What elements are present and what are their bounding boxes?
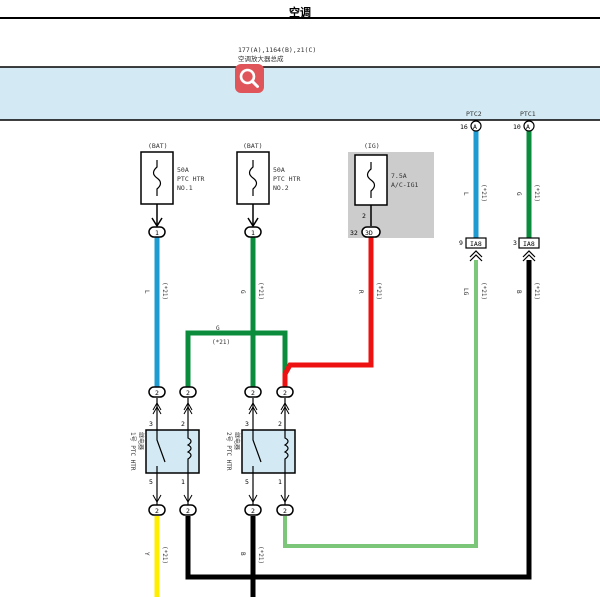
amplifier-codes: 177(A),1164(B),z1(C) — [238, 46, 316, 54]
fuse3-output-connector: 32 3D — [350, 226, 381, 238]
wire-label-ptc1-bot-color: B — [515, 290, 522, 294]
relay-bottom-connectors: 2 2 2 2 — [148, 504, 294, 516]
svg-text:2: 2 — [155, 507, 159, 515]
fuse2-output-connector: 1 — [244, 226, 262, 238]
fuse3-symbol-icon — [366, 162, 376, 198]
fuse1-rating: 50A — [177, 166, 189, 174]
fuse3-source: (IG) — [364, 142, 380, 150]
svg-text:PTC2: PTC2 — [466, 110, 482, 118]
relay1-name-a: 1号 PTC HTR — [129, 432, 136, 471]
wire-label-ptc2-bot-ref: (*21) — [480, 282, 487, 300]
amplifier-band — [0, 67, 600, 120]
page-title: 空调 — [289, 6, 311, 19]
relay2-name-b: 继电器 — [233, 432, 241, 450]
wire-label-green-mid-color: G — [239, 290, 246, 294]
wire-label-blue-left-color: L — [143, 290, 150, 294]
title-divider — [0, 17, 600, 19]
svg-text:16: 16 — [460, 123, 468, 131]
svg-text:2: 2 — [186, 389, 190, 397]
ia8-connector-left: 9 IA8 — [459, 237, 487, 262]
fuse2-source: (BAT) — [243, 142, 263, 150]
relay2-name-a: 2号 PTC HTR — [225, 432, 232, 471]
fuse-ptc-htr-1: (BAT) 50A PTC HTR NO.1 — [140, 142, 204, 228]
relay2-switch-icon — [252, 430, 262, 473]
wire-label-red-ref: (*21) — [375, 282, 382, 300]
ptc1-connector: PTC1 10 A — [513, 110, 536, 132]
relay1-coil-icon — [186, 430, 192, 473]
relay1-name-b: 继电器 — [137, 432, 145, 450]
wire-label-ptc2-top-color: L — [462, 192, 469, 196]
svg-text:32: 32 — [350, 229, 358, 237]
fuse1-symbol-icon — [152, 160, 162, 196]
wire-green-cross — [185, 330, 288, 388]
wire-label-black-bot-ref: (*21) — [257, 546, 264, 564]
search-button[interactable] — [235, 64, 264, 93]
wire-label-yellow-ref: (*21) — [161, 546, 168, 564]
relay-ptc-htr-2: 3 2 5 1 2号 PTC HTR 继电器 — [225, 398, 296, 505]
wire-label-ptc1-bot-ref: (*21) — [533, 282, 540, 300]
fuse1-name1: PTC HTR — [177, 175, 204, 183]
relay2-coil-icon — [283, 430, 289, 473]
svg-text:2: 2 — [251, 389, 255, 397]
ptc2-connector: PTC2 16 A — [460, 110, 482, 132]
wire-red — [282, 236, 374, 388]
svg-text:A: A — [526, 123, 530, 131]
svg-text:1: 1 — [278, 478, 282, 486]
wire-label-green-cross-ref: (*21) — [212, 339, 230, 346]
relay-top-connectors: 2 2 2 2 — [148, 386, 294, 398]
fuse3-name1: A/C-IG1 — [391, 181, 418, 189]
ia8-connector-right: 3 IA8 — [513, 237, 540, 262]
svg-text:2: 2 — [181, 420, 185, 428]
svg-text:3: 3 — [149, 420, 153, 428]
wire-black-return — [185, 260, 532, 580]
svg-text:5: 5 — [245, 478, 249, 486]
fuse1-output-connector: 1 — [148, 226, 166, 238]
svg-text:5: 5 — [149, 478, 153, 486]
svg-text:3D: 3D — [365, 229, 373, 237]
wire-label-ptc2-bot-color: LG — [462, 288, 469, 296]
fuse2-name1: PTC HTR — [273, 175, 300, 183]
wire-label-blue-left-ref: (*21) — [161, 282, 168, 300]
fuse-ac-ig1: (IG) 7.5A A/C-IG1 2 — [354, 142, 418, 226]
wire-label-ptc2-top-ref: (*21) — [480, 184, 487, 202]
svg-text:1: 1 — [155, 229, 159, 237]
fuse1-name2: NO.1 — [177, 184, 193, 192]
svg-text:2: 2 — [283, 507, 287, 515]
svg-text:PTC1: PTC1 — [520, 110, 536, 118]
wire-label-ptc1-top-ref: (*21) — [533, 184, 540, 202]
svg-text:3: 3 — [245, 420, 249, 428]
svg-text:2: 2 — [155, 389, 159, 397]
fuse2-rating: 50A — [273, 166, 285, 174]
wire-light-green — [283, 260, 478, 548]
search-icon — [239, 68, 259, 88]
wire-label-red-color: R — [357, 290, 364, 294]
svg-text:9: 9 — [459, 239, 463, 247]
fuse3-rating: 7.5A — [391, 172, 407, 180]
amplifier-name: 空调放大器总成 — [238, 54, 284, 63]
wire-label-black-bot-color: B — [239, 552, 246, 556]
svg-text:2: 2 — [251, 507, 255, 515]
wire-label-green-mid-ref: (*21) — [257, 282, 264, 300]
wire-label-green-cross-color: G — [216, 325, 220, 332]
fuse3-pin: 2 — [362, 212, 366, 220]
svg-text:IA8: IA8 — [470, 240, 482, 248]
wire-label-yellow-color: Y — [143, 552, 150, 556]
svg-text:3: 3 — [513, 239, 517, 247]
fuse2-symbol-icon — [248, 160, 258, 196]
svg-text:10: 10 — [513, 123, 521, 131]
fuse1-source: (BAT) — [148, 142, 168, 150]
fuse2-name2: NO.2 — [273, 184, 289, 192]
svg-text:IA8: IA8 — [523, 240, 535, 248]
wire-label-ptc1-top-color: G — [515, 192, 522, 196]
relay1-switch-icon — [156, 430, 166, 473]
relay-ptc-htr-1: 3 2 5 1 1号 PTC HTR 继电器 — [129, 398, 200, 505]
svg-text:2: 2 — [283, 389, 287, 397]
svg-text:A: A — [473, 123, 477, 131]
svg-text:1: 1 — [181, 478, 185, 486]
fuse-ptc-htr-2: (BAT) 50A PTC HTR NO.2 — [236, 142, 300, 228]
svg-text:2: 2 — [278, 420, 282, 428]
svg-text:1: 1 — [251, 229, 255, 237]
svg-text:2: 2 — [186, 507, 190, 515]
